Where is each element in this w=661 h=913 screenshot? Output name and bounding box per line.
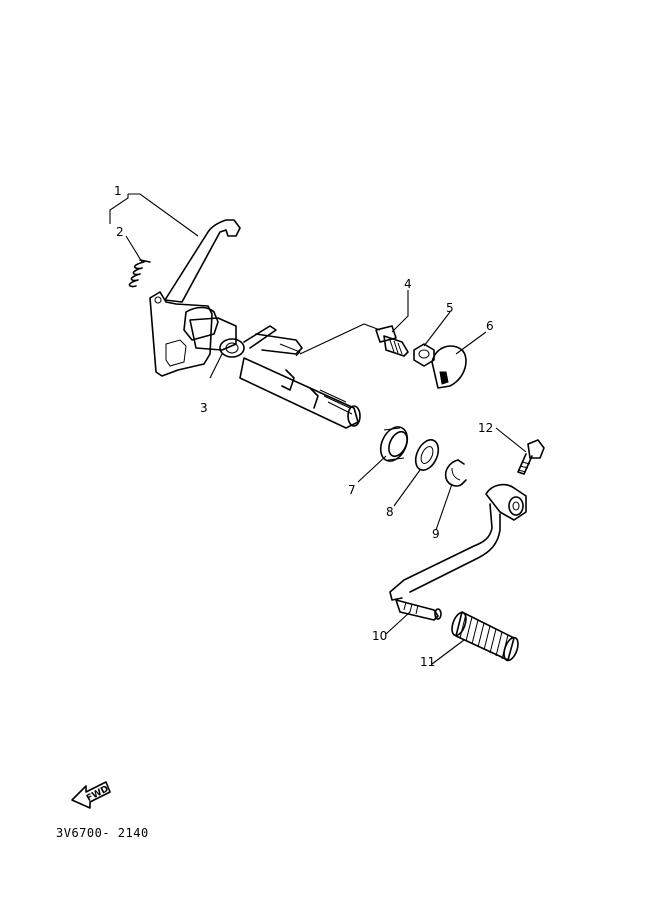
callout-11: 11: [420, 655, 435, 669]
part-4-bolt: [375, 325, 409, 357]
fwd-direction-badge: FWD: [71, 781, 111, 809]
callout-10: 10: [372, 629, 387, 643]
callout-5: 5: [446, 301, 454, 315]
callout-6: 6: [486, 319, 494, 333]
part-2-spring: [128, 259, 151, 288]
part-9-circlip: [444, 459, 467, 487]
callout-2: 2: [116, 225, 124, 239]
part-1-shift-lever: [149, 219, 241, 377]
part-11-pedal-rubber: [451, 611, 519, 662]
guide-line: [299, 323, 381, 355]
part-7-oil-seal: [379, 426, 409, 462]
callout-8: 8: [386, 505, 394, 519]
callout-3: 3: [200, 401, 208, 415]
part-5-nut: [413, 343, 435, 367]
fwd-label: FWD: [85, 784, 110, 804]
callout-12: 12: [478, 421, 493, 435]
arrow-left-icon: [71, 781, 111, 809]
part-10-shift-pedal: [389, 483, 527, 621]
callout-7: 7: [348, 483, 356, 497]
part-8-washer: [414, 439, 440, 471]
callout-9: 9: [432, 527, 440, 541]
part-12-bolt: [517, 439, 545, 475]
leader-lines: [109, 193, 527, 665]
part-3-shift-shaft: [189, 317, 361, 429]
part-6-plate: [431, 345, 467, 389]
document-code: 3V6700- 2140: [56, 826, 149, 840]
callout-1: 1: [114, 184, 122, 198]
callout-4: 4: [404, 277, 412, 291]
